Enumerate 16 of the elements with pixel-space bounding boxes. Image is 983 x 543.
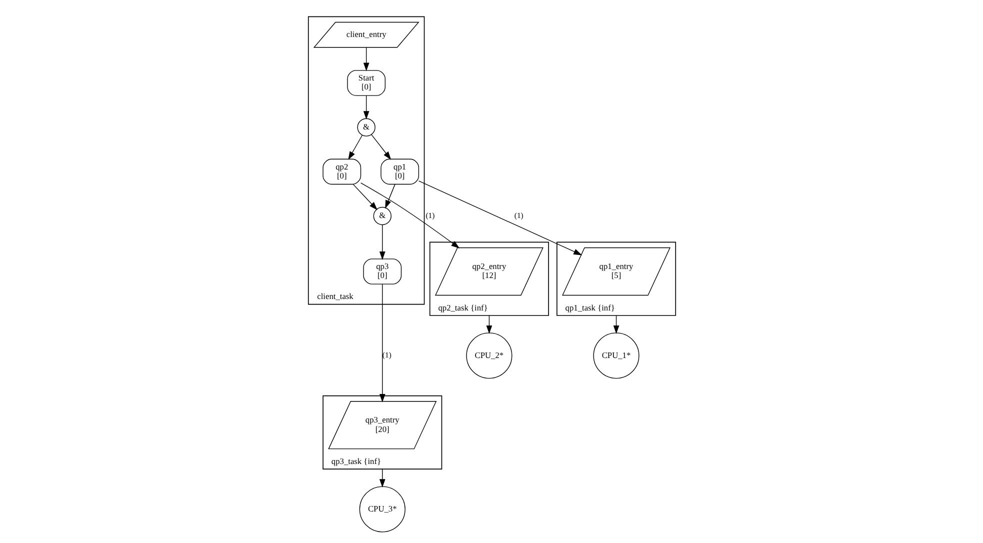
arrow [352, 184, 377, 210]
arrow [418, 180, 582, 256]
arrow [362, 95, 369, 120]
arrow [370, 134, 391, 160]
arrow [384, 184, 395, 209]
edge-label: (1) [514, 210, 523, 220]
arrow [486, 315, 492, 334]
edge-label: (1) [425, 210, 434, 220]
arrow [348, 134, 362, 160]
arrow [362, 47, 369, 72]
arrow [378, 284, 385, 402]
arrow [360, 182, 460, 248]
arrow [612, 315, 619, 334]
arrow [378, 468, 385, 488]
arrow [378, 224, 385, 260]
edge-label: (1) [382, 350, 391, 360]
